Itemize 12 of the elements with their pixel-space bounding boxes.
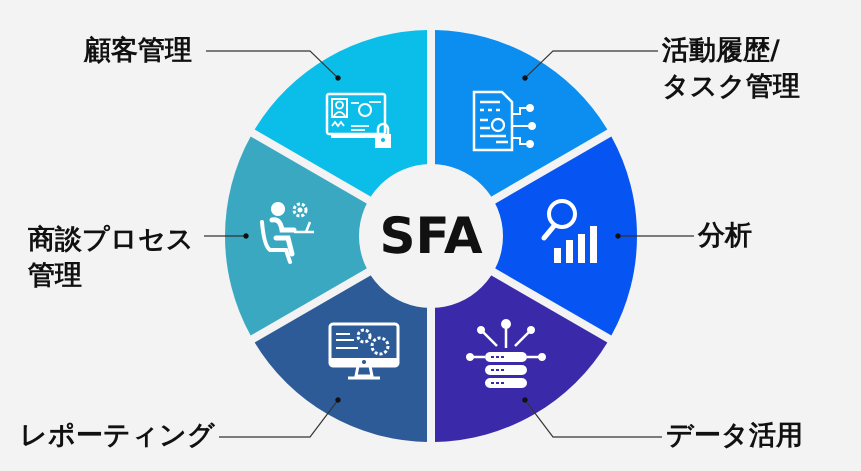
category-label: 顧客管理 (84, 33, 202, 69)
leader-line (615, 233, 694, 239)
leader-line (522, 50, 658, 81)
leader-line (206, 50, 341, 81)
category-label: 分析 (698, 218, 752, 254)
leader-line (204, 233, 249, 239)
category-label: レポーティング (20, 418, 215, 454)
leader-line (522, 397, 662, 438)
category-label: 商談プロセス管理 (28, 222, 200, 294)
category-label: 活動履歴/タスク管理 (662, 33, 802, 105)
category-label: データ活用 (666, 418, 803, 454)
leader-line (219, 397, 341, 438)
